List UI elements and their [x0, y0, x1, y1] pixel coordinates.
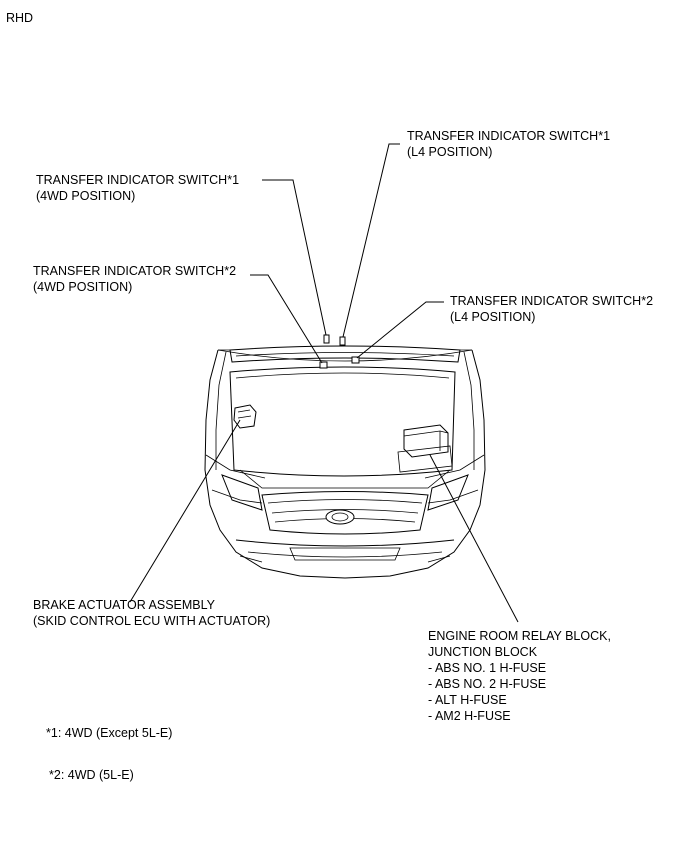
callout-line: - ALT H-FUSE: [428, 693, 507, 707]
footnote-text: *1: 4WD (Except 5L-E): [46, 726, 173, 740]
callout-line: - ABS NO. 1 H-FUSE: [428, 661, 547, 675]
footnote-2: *2: 4WD (5L-E): [49, 767, 134, 783]
callout-line: TRANSFER INDICATOR SWITCH*2: [33, 264, 237, 278]
callout-line: ENGINE ROOM RELAY BLOCK,: [428, 629, 611, 643]
callout-line: JUNCTION BLOCK: [428, 645, 538, 659]
brake-actuator: [233, 404, 257, 429]
callout-transfer-switch2-4wd: TRANSFER INDICATOR SWITCH*2 (4WD POSITIO…: [33, 263, 236, 295]
hood-edge: [217, 349, 473, 362]
grille: [261, 491, 429, 535]
callout-line: (4WD POSITION): [33, 280, 133, 294]
region-tag: RHD: [6, 10, 33, 26]
callout-line: BRAKE ACTUATOR ASSEMBLY: [33, 598, 216, 612]
region-tag-text: RHD: [6, 11, 34, 25]
callout-transfer-switch1-l4: TRANSFER INDICATOR SWITCH*1 (L4 POSITION…: [407, 128, 610, 160]
callout-transfer-switch1-4wd: TRANSFER INDICATOR SWITCH*1 (4WD POSITIO…: [36, 172, 239, 204]
leader-lines: [129, 143, 519, 623]
callout-line: (L4 POSITION): [407, 145, 493, 159]
headlamps: [221, 474, 469, 511]
footnote-text: *2: 4WD (5L-E): [49, 768, 134, 782]
relay-block: [397, 424, 453, 473]
vehicle-body: [204, 349, 486, 579]
transfer-switches: [319, 334, 360, 369]
callout-line: (4WD POSITION): [36, 189, 136, 203]
callout-engine-room-relay-block: ENGINE ROOM RELAY BLOCK, JUNCTION BLOCK …: [428, 628, 611, 724]
open-hood: [218, 345, 472, 363]
callout-line: TRANSFER INDICATOR SWITCH*1: [36, 173, 240, 187]
callout-brake-actuator: BRAKE ACTUATOR ASSEMBLY (SKID CONTROL EC…: [33, 597, 270, 629]
engine-bay: [229, 366, 456, 489]
callout-transfer-switch2-l4: TRANSFER INDICATOR SWITCH*2 (L4 POSITION…: [450, 293, 653, 325]
footnote-1: *1: 4WD (Except 5L-E): [46, 725, 172, 741]
callout-line: - AM2 H-FUSE: [428, 709, 511, 723]
callout-line: - ABS NO. 2 H-FUSE: [428, 677, 547, 691]
callout-line: (L4 POSITION): [450, 310, 536, 324]
callout-line: (SKID CONTROL ECU WITH ACTUATOR): [33, 614, 271, 628]
front-bumper: [235, 539, 455, 563]
callout-line: TRANSFER INDICATOR SWITCH*1: [407, 129, 611, 143]
callout-line: TRANSFER INDICATOR SWITCH*2: [450, 294, 654, 308]
